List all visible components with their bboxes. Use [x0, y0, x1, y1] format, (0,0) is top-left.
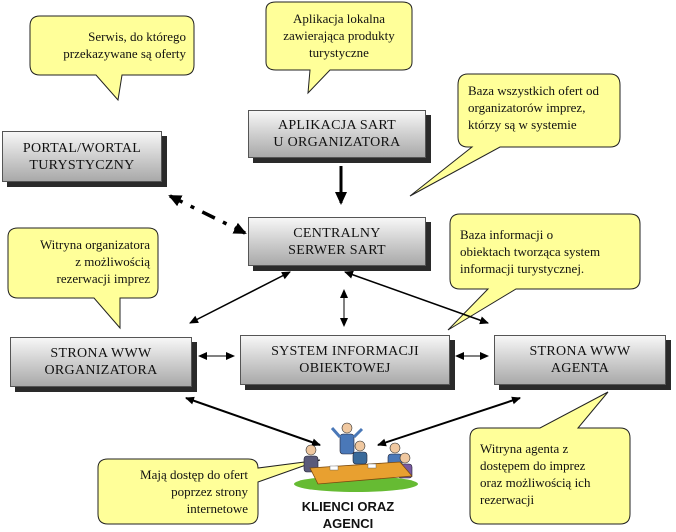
callout-aplikacja-lokalna-bubble [265, 1, 413, 95]
system-informacji-box: SYSTEM INFORMACJI OBIEKTOWEJ [240, 335, 450, 385]
callout-serwis-bubble [29, 15, 195, 102]
callout-baza-ofert-text: Baza wszystkich ofert od organizatorów i… [468, 83, 600, 132]
callout-serwis-text: Serwis, do którego przekazywane są ofert… [63, 29, 186, 61]
klienci-oraz-agenci-label: KLIENCI ORAZ AGENCI [301, 499, 395, 531]
arrow-strona-org-klienci [185, 396, 321, 447]
arrow-centralny-strona-agenta [344, 270, 489, 325]
portal-wortal-box: PORTAL/WORTAL TURYSTYCZNY [2, 131, 162, 182]
callout-witryna-org-text: Witryna organizatora z możliwością rezer… [39, 237, 150, 286]
callout-baza-ofert-bubble [409, 73, 621, 197]
arrow-portal-centralny-dashed [168, 194, 247, 235]
clients-meeting-clipart [294, 422, 418, 492]
arrow-strona-agenta-klienci [377, 396, 521, 447]
callout-aplikacja-lokalna-text: Aplikacja lokalna zawierająca produkty t… [283, 11, 395, 60]
callout-baza-info-text: Baza informacji o obiektach tworząca sys… [460, 227, 601, 276]
callout-witryna-org-bubble [7, 227, 159, 330]
strona-www-organizatora-box: STRONA WWW ORGANIZATORA [10, 337, 192, 387]
callout-maja-dostep-text: Mają dostęp do ofert poprzez strony inte… [140, 467, 248, 516]
arrow-centralny-strona-org [189, 271, 291, 324]
strona-www-agenta-box: STRONA WWW AGENTA [494, 335, 666, 385]
callout-witryna-agenta-text: Witryna agenta z dostępem do imprez oraz… [480, 441, 591, 507]
aplikacja-sart-box: APLIKACJA SART U ORGANIZATORA [248, 110, 426, 158]
centralny-serwer-box: CENTRALNY SERWER SART [248, 217, 426, 266]
callout-maja-dostep-bubble [97, 458, 321, 525]
